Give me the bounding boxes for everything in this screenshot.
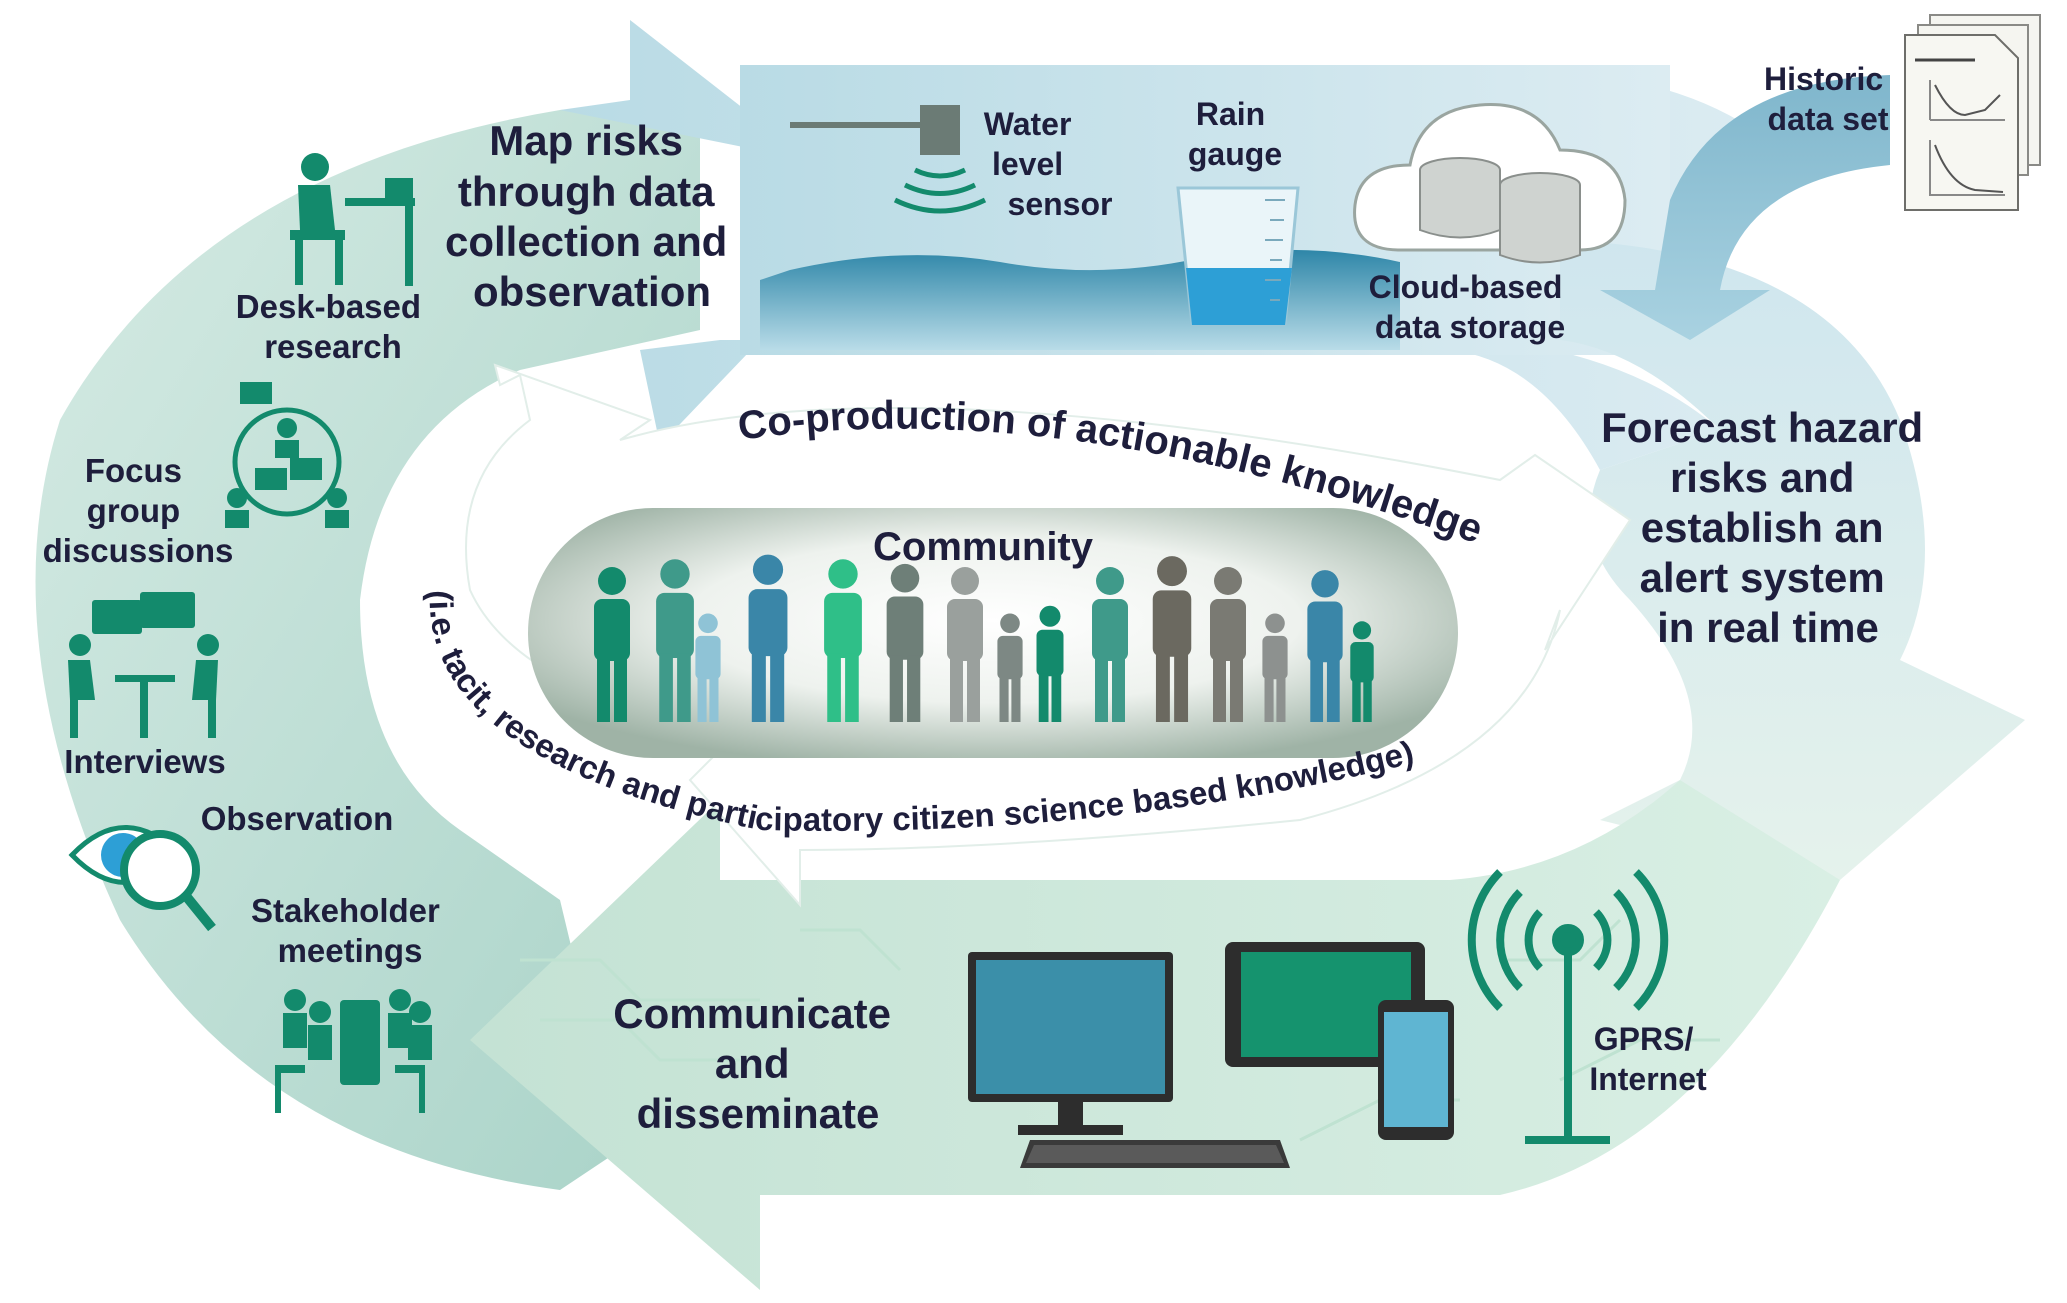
community-person bbox=[748, 554, 788, 722]
smartphone-icon bbox=[1378, 1000, 1454, 1140]
historic-data-document-icon bbox=[1904, 14, 2041, 211]
gprs-label: GPRS/ Internet bbox=[1589, 1021, 1707, 1097]
eye-magnifier-icon bbox=[68, 825, 216, 932]
water-level-sensor-icon bbox=[790, 105, 987, 214]
stage-communicate: Communicate and disseminate bbox=[613, 990, 902, 1137]
community-capsule: Community bbox=[528, 508, 1458, 758]
community-people-icon bbox=[594, 554, 1374, 722]
community-person bbox=[594, 567, 630, 722]
community-person bbox=[1307, 570, 1343, 722]
desk-research-label: Desk-based research bbox=[236, 288, 430, 365]
community-person bbox=[1210, 567, 1246, 722]
historic-data-label: Historic data set bbox=[1764, 61, 1892, 137]
cloud-storage-label: Cloud-based data storage bbox=[1369, 269, 1572, 345]
community-person bbox=[1152, 556, 1192, 722]
community-person bbox=[997, 613, 1023, 722]
antenna-icon bbox=[1467, 869, 1669, 1144]
community-person bbox=[656, 559, 694, 722]
focus-group-icon bbox=[225, 382, 349, 528]
focus-group-label: Focus group discussions bbox=[43, 452, 234, 569]
rain-gauge-icon bbox=[1176, 186, 1300, 327]
community-label: Community bbox=[873, 525, 1094, 569]
community-person bbox=[947, 567, 983, 722]
interviews-label: Interviews bbox=[64, 743, 225, 780]
meeting-table-icon bbox=[275, 989, 432, 1113]
interview-icon bbox=[68, 592, 219, 738]
observation-label: Observation bbox=[201, 800, 394, 837]
desktop-computer-icon bbox=[968, 952, 1290, 1168]
rain-gauge-label: Rain gauge bbox=[1188, 96, 1282, 172]
community-person bbox=[886, 563, 924, 722]
community-person bbox=[824, 559, 862, 722]
person-at-desk-icon bbox=[290, 153, 415, 286]
community-person bbox=[1262, 613, 1288, 722]
community-person bbox=[1036, 605, 1064, 722]
water-level-label: Water level sensor bbox=[984, 106, 1113, 222]
cloud-database-icon bbox=[1353, 103, 1627, 264]
stage-map-risks: Map risks through data collection and ob… bbox=[445, 117, 739, 315]
community-person bbox=[695, 613, 721, 722]
stakeholder-label: Stakeholder meetings bbox=[251, 892, 449, 969]
right-band bbox=[1560, 240, 2025, 880]
stage-forecast: Forecast hazard risks and establish an a… bbox=[1601, 404, 1935, 651]
community-person bbox=[1350, 621, 1374, 722]
historic-inflow-arrow bbox=[1600, 75, 1890, 340]
community-person bbox=[1092, 567, 1128, 722]
